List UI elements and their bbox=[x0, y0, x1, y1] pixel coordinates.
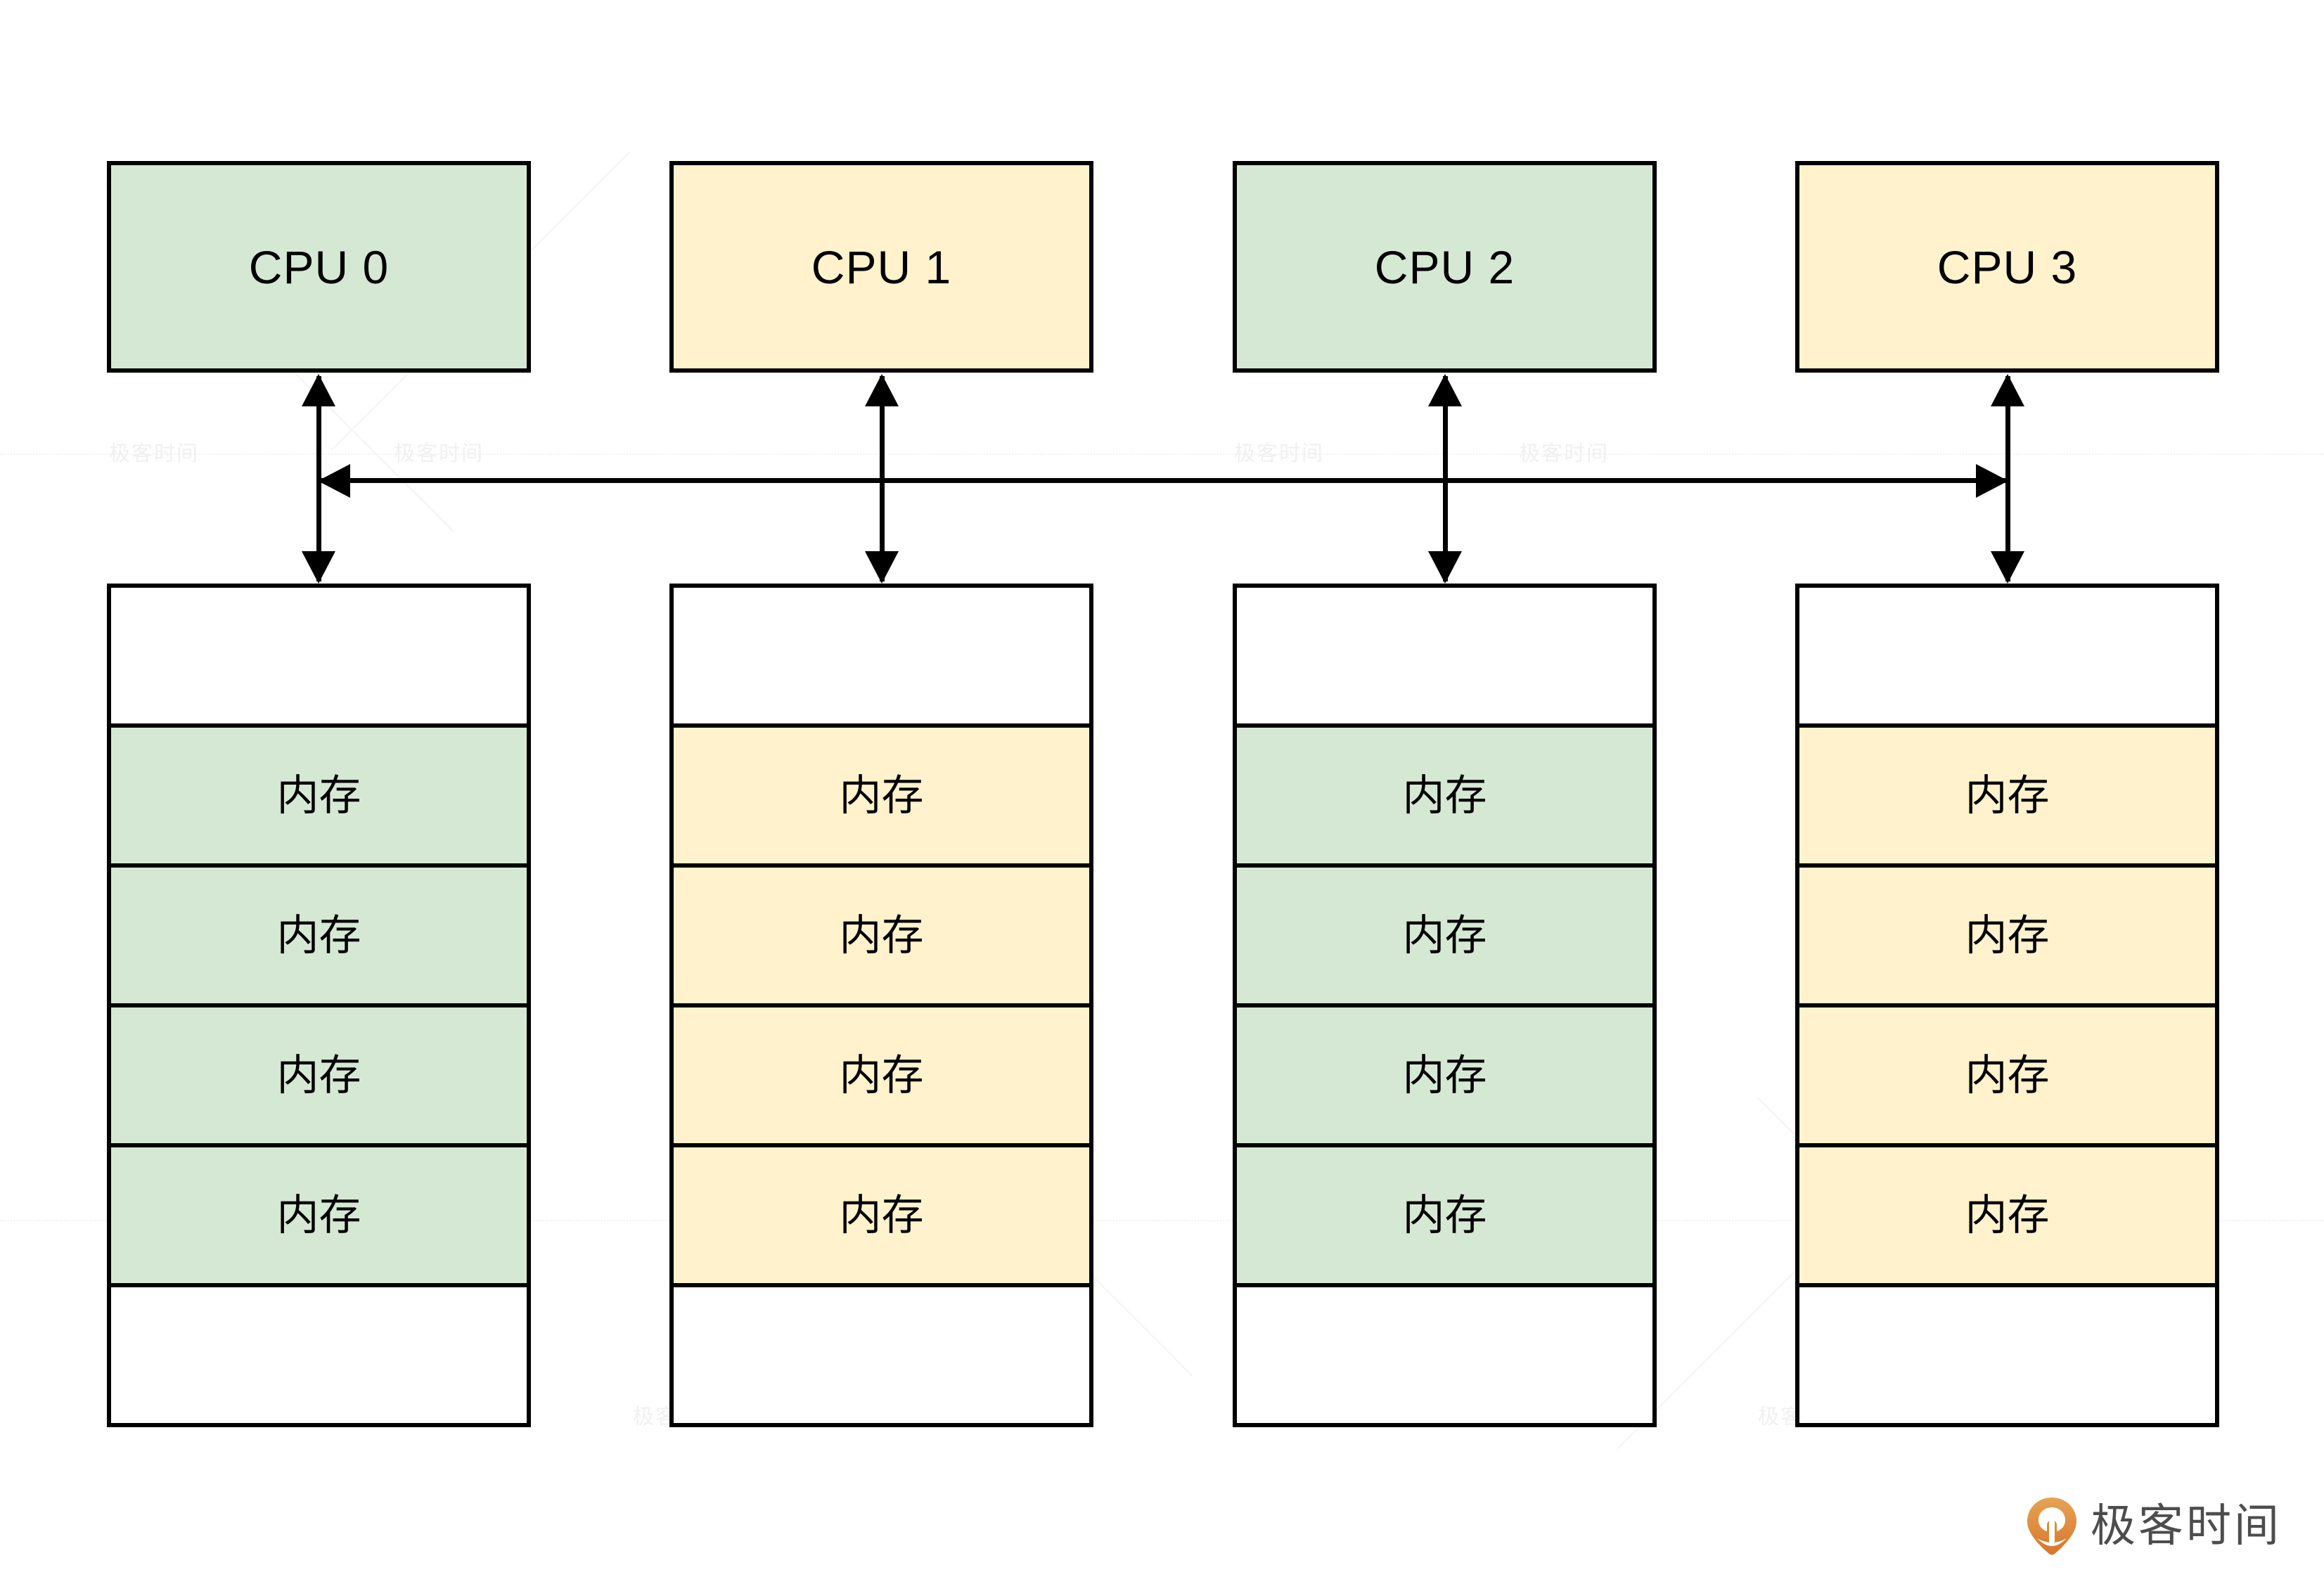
memory-cell[interactable]: 内存 bbox=[111, 868, 527, 1007]
memory-cell[interactable]: 内存 bbox=[111, 1147, 527, 1287]
memory-cell-label: 内存 bbox=[276, 771, 361, 819]
cpu-box-2[interactable]: CPU 2 bbox=[1233, 161, 1657, 373]
memory-cell-label: 内存 bbox=[1965, 911, 2050, 959]
cpu-box-1[interactable]: CPU 1 bbox=[669, 161, 1093, 373]
memory-cell-label: 内存 bbox=[1402, 911, 1487, 959]
memory-cell[interactable]: 内存 bbox=[1799, 728, 2215, 868]
cpu-label-1: CPU 1 bbox=[811, 240, 952, 293]
cpu-memory-arrowhead-down-2 bbox=[1428, 551, 1462, 584]
memory-cell[interactable]: 内存 bbox=[674, 1147, 1089, 1287]
memory-cell[interactable]: 内存 bbox=[674, 868, 1089, 1007]
memory-cell-label: 内存 bbox=[1402, 1051, 1487, 1099]
memory-cell[interactable]: 内存 bbox=[1799, 868, 2215, 1007]
geektime-pin-icon bbox=[2026, 1497, 2078, 1556]
memory-cell-empty-bottom bbox=[111, 1287, 527, 1423]
memory-cell-empty-top bbox=[674, 588, 1089, 728]
memory-cell-label: 内存 bbox=[1965, 1051, 2050, 1099]
memory-cell-label: 内存 bbox=[276, 911, 361, 959]
cpu-memory-arrowhead-up-0 bbox=[302, 374, 335, 406]
watermark-text: 极客时间 bbox=[1234, 442, 1324, 465]
memory-cell[interactable]: 内存 bbox=[674, 728, 1089, 868]
memory-stack-2[interactable]: 内存 内存 内存 内存 bbox=[1233, 584, 1657, 1427]
memory-cell-empty-top bbox=[1237, 588, 1652, 728]
inter-cpu-interconnect-bus bbox=[320, 478, 2008, 483]
bus-arrowhead-left bbox=[318, 464, 350, 498]
memory-cell[interactable]: 内存 bbox=[1237, 1147, 1652, 1287]
cpu-label-2: CPU 2 bbox=[1374, 240, 1515, 293]
memory-cell-label: 内存 bbox=[839, 1051, 924, 1099]
memory-cell-label: 内存 bbox=[276, 1051, 361, 1099]
bus-arrowhead-right bbox=[1976, 464, 2008, 498]
memory-cell[interactable]: 内存 bbox=[674, 1007, 1089, 1147]
watermark-text: 极客时间 bbox=[1519, 442, 1609, 465]
brand-name: 极客时间 bbox=[2091, 1500, 2282, 1552]
cpu-memory-arrowhead-down-1 bbox=[865, 551, 899, 584]
memory-cell-empty-top bbox=[1799, 588, 2215, 728]
memory-cell[interactable]: 内存 bbox=[111, 1007, 527, 1147]
memory-cell[interactable]: 内存 bbox=[1237, 728, 1652, 868]
cpu-memory-arrowhead-up-1 bbox=[865, 374, 899, 406]
memory-stack-1[interactable]: 内存 内存 内存 内存 bbox=[669, 584, 1093, 1427]
brand-logo: 极客时间 bbox=[2026, 1497, 2282, 1556]
memory-cell-label: 内存 bbox=[1402, 1191, 1487, 1239]
cpu-memory-arrowhead-up-3 bbox=[1991, 374, 2024, 406]
memory-stack-3[interactable]: 内存 内存 内存 内存 bbox=[1795, 584, 2219, 1427]
cpu-label-0: CPU 0 bbox=[248, 240, 390, 293]
memory-cell[interactable]: 内存 bbox=[1799, 1147, 2215, 1287]
cpu-memory-arrowhead-up-2 bbox=[1428, 374, 1462, 406]
memory-cell-label: 内存 bbox=[839, 911, 924, 959]
memory-cell-label: 内存 bbox=[839, 771, 924, 819]
memory-cell-label: 内存 bbox=[1965, 1191, 2050, 1239]
watermark-text: 极客时间 bbox=[109, 442, 199, 465]
cpu-box-0[interactable]: CPU 0 bbox=[107, 161, 531, 373]
memory-cell[interactable]: 内存 bbox=[1237, 868, 1652, 1007]
memory-cell[interactable]: 内存 bbox=[111, 728, 527, 868]
memory-cell[interactable]: 内存 bbox=[1237, 1007, 1652, 1147]
memory-cell-empty-bottom bbox=[1237, 1287, 1652, 1423]
memory-cell-label: 内存 bbox=[1965, 771, 2050, 819]
memory-cell-empty-top bbox=[111, 588, 527, 728]
cpu-memory-arrowhead-down-0 bbox=[302, 551, 335, 584]
memory-cell-label: 内存 bbox=[839, 1191, 924, 1239]
memory-cell[interactable]: 内存 bbox=[1799, 1007, 2215, 1147]
watermark-guide-line bbox=[0, 453, 2324, 455]
cpu-memory-arrowhead-down-3 bbox=[1991, 551, 2024, 584]
watermark-text: 极客时间 bbox=[394, 442, 484, 465]
memory-stack-0[interactable]: 内存 内存 内存 内存 bbox=[107, 584, 531, 1427]
memory-cell-label: 内存 bbox=[276, 1191, 361, 1239]
memory-cell-empty-bottom bbox=[1799, 1287, 2215, 1423]
memory-cell-label: 内存 bbox=[1402, 771, 1487, 819]
cpu-box-3[interactable]: CPU 3 bbox=[1795, 161, 2219, 373]
cpu-label-3: CPU 3 bbox=[1937, 240, 2078, 293]
memory-cell-empty-bottom bbox=[674, 1287, 1089, 1423]
